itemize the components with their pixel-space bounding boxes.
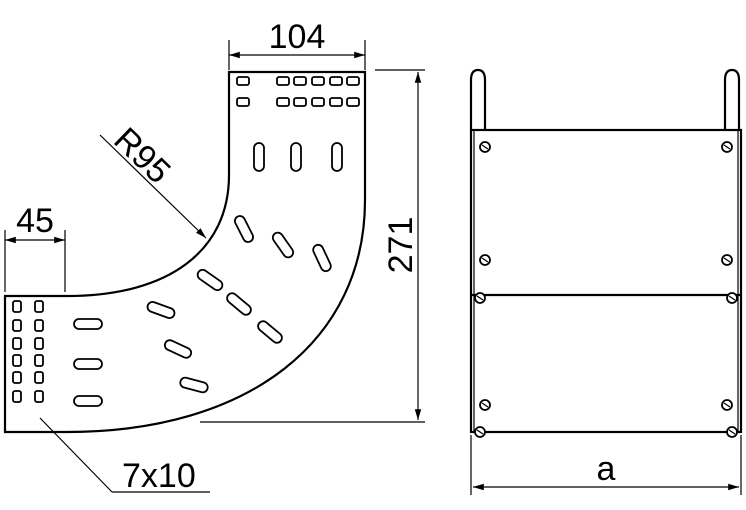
slot <box>257 320 283 344</box>
square-hole <box>293 97 307 107</box>
square-hole <box>12 337 22 350</box>
slot <box>312 243 332 273</box>
dim-width-var: a <box>470 435 742 495</box>
slot <box>234 215 254 243</box>
screw-icon <box>721 141 733 153</box>
dim-104-label: 104 <box>269 18 326 56</box>
square-hole <box>12 390 22 403</box>
square-hole <box>34 300 44 313</box>
screw-icon <box>474 426 486 438</box>
front-view <box>469 68 743 438</box>
square-hole <box>346 97 360 107</box>
slot <box>226 292 252 316</box>
square-hole <box>276 76 290 86</box>
square-hole <box>12 354 22 367</box>
square-hole <box>12 319 22 332</box>
left-flange <box>3 294 67 434</box>
screw-icon <box>479 141 491 153</box>
dim-radius: R95 <box>99 120 207 239</box>
front-body <box>469 128 743 434</box>
square-hole <box>34 354 44 367</box>
screw-icon <box>479 254 491 266</box>
slot <box>73 358 103 370</box>
slot <box>290 142 302 172</box>
slot <box>146 301 176 319</box>
top-flange <box>227 70 367 135</box>
dim-hole-size: 7x10 <box>39 417 210 495</box>
slot <box>73 395 103 407</box>
inner-arc <box>66 135 231 298</box>
square-hole <box>12 371 22 384</box>
screw-icon <box>726 426 738 438</box>
slot <box>196 268 224 292</box>
dim-side-length: 45 <box>4 202 66 292</box>
screws <box>474 141 738 438</box>
square-hole <box>293 76 307 86</box>
slot <box>179 376 209 394</box>
slot <box>253 142 265 172</box>
square-hole <box>34 319 44 332</box>
square-hole <box>329 97 343 107</box>
dim-45-label: 45 <box>16 202 54 240</box>
slot <box>331 142 343 172</box>
screw-icon <box>721 399 733 411</box>
slot <box>73 318 103 330</box>
screw-icon <box>479 399 491 411</box>
slot <box>271 231 295 259</box>
dim-width-top: 104 <box>228 18 366 70</box>
dim-r95-label: R95 <box>106 120 177 191</box>
square-hole <box>236 76 250 86</box>
square-hole <box>311 76 325 86</box>
slots <box>73 142 343 407</box>
square-hole <box>34 371 44 384</box>
square-hole <box>236 97 250 107</box>
square-hole <box>34 337 44 350</box>
square-hole <box>12 300 22 313</box>
square-hole <box>276 97 290 107</box>
dim-271-label: 271 <box>382 217 420 274</box>
right-tab <box>723 68 741 130</box>
dim-height: 271 <box>200 69 425 423</box>
square-hole <box>34 390 44 403</box>
dim-a-label: a <box>597 450 616 488</box>
perforations <box>12 76 360 403</box>
slot <box>163 339 193 359</box>
bend-side-view <box>3 70 367 434</box>
left-tab <box>469 68 487 130</box>
screw-icon <box>721 254 733 266</box>
dim-7x10-label: 7x10 <box>122 457 196 495</box>
screw-icon <box>474 292 486 304</box>
square-hole <box>329 76 343 86</box>
outer-arc <box>66 135 367 434</box>
screw-icon <box>726 292 738 304</box>
square-hole <box>346 76 360 86</box>
square-hole <box>311 97 325 107</box>
